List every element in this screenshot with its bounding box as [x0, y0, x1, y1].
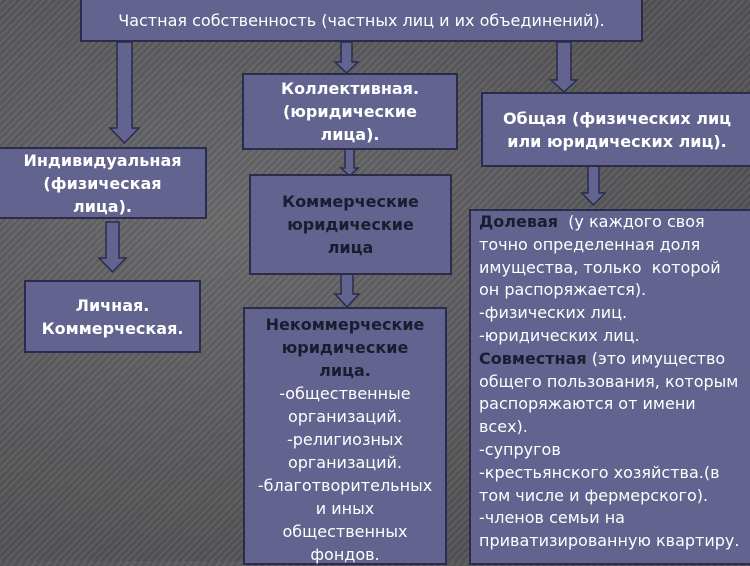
collective-line: (юридические — [283, 102, 417, 121]
commercial-line: юридические — [287, 215, 414, 234]
private-property-box: Частная собственность (частных лиц и их … — [80, 0, 643, 42]
sovmestnaya-line: всех). — [479, 417, 528, 437]
individual-line: Индивидуальная — [23, 150, 182, 170]
noncommercial-item-line: фондов. — [310, 545, 380, 564]
sovmestnaya-line: распоряжаются от имени — [479, 394, 696, 414]
common-line: Общая (физических лиц — [502, 108, 732, 128]
private-property-title: Частная собственность (частных лиц и их … — [118, 10, 605, 30]
shared-ownership-box: Долевая (у каждого своя точно определенн… — [469, 209, 750, 565]
noncommercial-item-line: и иных — [315, 499, 375, 518]
personal-line: Личная. — [75, 295, 150, 315]
noncommercial-item-line: организаций. — [287, 407, 403, 426]
arrow-top-to-collective — [333, 41, 360, 75]
dolevaya-line: он распоряжается). — [479, 280, 647, 300]
commercial-line: Коммерческие — [282, 192, 419, 211]
dolevaya-line: (у каждого своя — [558, 212, 705, 231]
noncommercial-box: Некоммерческие юридические лица. -общест… — [243, 307, 447, 565]
dolevaya-line: -юридических лиц. — [479, 325, 640, 345]
sovmestnaya-line: -членов семьи на — [479, 508, 625, 528]
arrow-collective-to-commercial — [339, 148, 360, 178]
arrow-individual-to-personal — [97, 221, 128, 274]
noncommercial-title-line: лица. — [319, 361, 371, 380]
noncommercial-item-line: общественных — [282, 522, 408, 541]
personal-line: Коммерческая. — [41, 318, 184, 338]
arrow-commercial-to-noncommercial — [333, 273, 361, 309]
individual-box: Индивидуальная (физическая лица). — [0, 147, 207, 219]
dolevaya-line: -физических лиц. — [479, 303, 628, 323]
personal-box: Личная. Коммерческая. — [24, 280, 201, 353]
arrow-top-to-common — [549, 41, 579, 94]
sovmestnaya-term: Совместная — [479, 348, 587, 368]
noncommercial-item-line: -благотворительных — [257, 476, 433, 495]
arrow-top-to-individual — [108, 41, 141, 145]
noncommercial-title-line: юридические — [281, 338, 409, 357]
individual-line: (физическая — [43, 173, 162, 193]
dolevaya-term: Долевая — [479, 212, 559, 231]
sovmestnaya-line: приватизированную квартиру. — [479, 531, 740, 551]
noncommercial-item-line: -общественные — [279, 384, 411, 403]
noncommercial-title-line: Некоммерческие — [265, 315, 425, 334]
common-box: Общая (физических лиц или юридических ли… — [481, 92, 750, 167]
noncommercial-item-line: организаций. — [287, 453, 403, 472]
collective-line: лица). — [320, 125, 380, 144]
dolevaya-line: имущества, только которой — [479, 257, 721, 277]
dolevaya-line: точно определенная доля — [479, 234, 701, 254]
arrow-common-to-shared — [580, 165, 607, 207]
commercial-line: лица — [327, 238, 374, 257]
noncommercial-item-line: -религиозных — [286, 430, 404, 449]
sovmestnaya-line: том числе и фермерского). — [479, 485, 709, 505]
individual-line: лица). — [73, 196, 132, 216]
sovmestnaya-line: -супругов — [479, 439, 561, 459]
commercial-box: Коммерческие юридические лица — [249, 174, 452, 275]
collective-box: Коллективная. (юридические лица). — [242, 73, 458, 150]
sovmestnaya-line: общего пользования, которым — [479, 371, 739, 391]
sovmestnaya-line: (это имущество — [586, 348, 726, 368]
common-line: или юридических лиц). — [507, 131, 727, 151]
collective-line: Коллективная. — [280, 79, 420, 98]
sovmestnaya-line: -крестьянского хозяйства.(в — [479, 462, 720, 482]
